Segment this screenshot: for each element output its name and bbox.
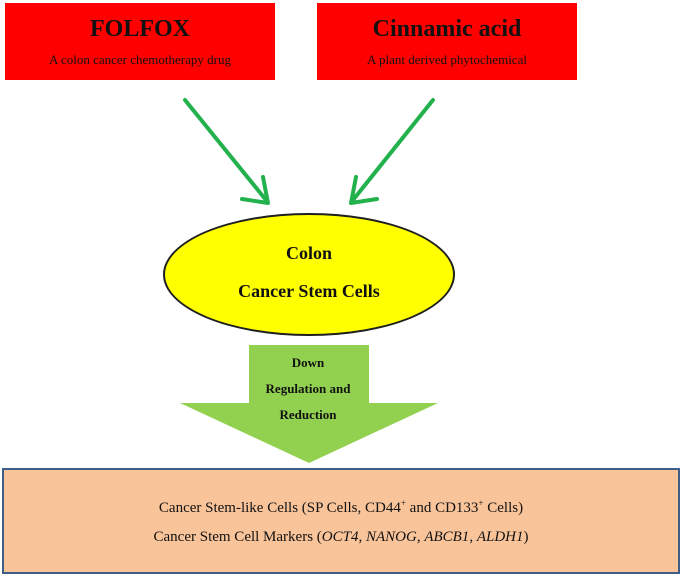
marker-aldh1: ALDH1: [476, 529, 524, 545]
outcome-line-1-prefix: Cancer Stem-like Cells (SP Cells, CD44: [158, 500, 401, 516]
outcome-line-1-middle: and CD133: [405, 500, 479, 516]
outcome-line-2-suffix: ): [523, 529, 529, 545]
down-regulation-arrow: [180, 345, 438, 463]
cd44-superscript: +: [400, 498, 406, 508]
effect-line-3: Reduction: [279, 407, 337, 422]
folfox-subtitle: A colon cancer chemotherapy drug: [49, 52, 231, 67]
target-line-2: Cancer Stem Cells: [238, 281, 380, 301]
marker-nanog: NANOG: [365, 529, 417, 545]
arrow-folfox-to-target: [183, 98, 270, 205]
arrow-cinnamic-to-target: [349, 98, 435, 205]
cinnamic-acid-title: Cinnamic acid: [372, 16, 522, 42]
separator-1: ,: [358, 529, 366, 545]
marker-oct4: OCT4: [321, 529, 359, 545]
folfox-box: FOLFOX A colon cancer chemotherapy drug: [5, 3, 275, 80]
separator-3: ,: [469, 529, 477, 545]
cinnamic-acid-subtitle: A plant derived phytochemical: [367, 52, 527, 67]
outcome-box: Cancer Stem-like Cells (SP Cells, CD44+ …: [2, 468, 680, 574]
outcome-line-2-prefix: Cancer Stem Cell Markers (: [153, 529, 322, 545]
target-line-1: Colon: [285, 243, 332, 263]
outcome-line-1: Cancer Stem-like Cells (SP Cells, CD44+ …: [4, 493, 678, 518]
outcome-line-2: Cancer Stem Cell Markers (OCT4, NANOG, A…: [4, 527, 678, 547]
folfox-title: FOLFOX: [90, 16, 190, 42]
cd133-superscript: +: [478, 498, 484, 508]
outcome-line-1-suffix: Cells): [483, 500, 524, 516]
effect-line-2: Regulation and: [265, 381, 351, 396]
marker-abcb1: ABCB1: [424, 529, 470, 545]
effect-line-1: Down: [291, 355, 325, 370]
colon-cancer-stem-cells-ellipse: Colon Cancer Stem Cells: [163, 213, 455, 336]
cinnamic-acid-box: Cinnamic acid A plant derived phytochemi…: [317, 3, 577, 80]
down-regulation-label: Down Regulation and Reduction: [248, 350, 368, 428]
separator-2: ,: [416, 529, 425, 545]
